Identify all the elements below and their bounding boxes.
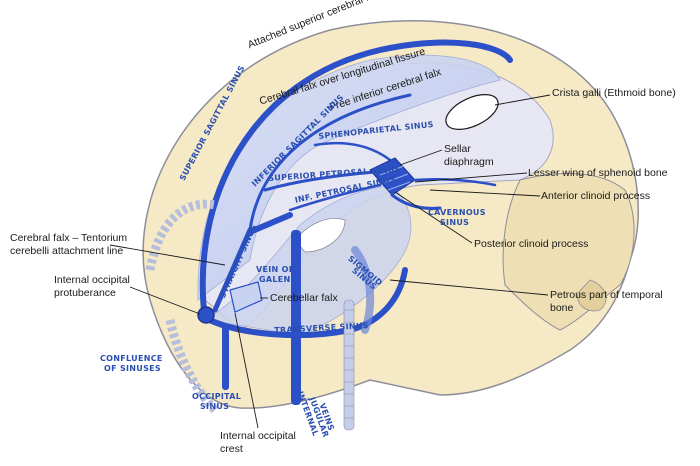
- label-internal-occipital-crest-2: crest: [220, 443, 243, 455]
- label-internal-occipital-crest-1: Internal occipital: [220, 430, 296, 442]
- superior-petrosal-sinus: [263, 170, 377, 192]
- inferior-petrosal-sinus: [288, 183, 382, 212]
- vein-of-galen: [247, 212, 293, 235]
- sinus-confluence-2: OF SINUSES: [104, 364, 161, 373]
- emissary-vessel: [145, 199, 216, 271]
- ijv-rings: [344, 309, 354, 419]
- label-internal-occipital-protuberance-1: Internal occipital: [54, 274, 130, 286]
- mastoid-region: [577, 279, 607, 312]
- label-crista-galli: Crista galli (Ethmoid bone): [552, 87, 676, 99]
- label-internal-occipital-protuberance-2: protuberance: [54, 287, 116, 299]
- internal-jugular-vein-left: [291, 230, 301, 405]
- crista-galli: [445, 94, 499, 130]
- label-falx-tentorium-1: Cerebral falx – Tentorium: [10, 232, 128, 244]
- label-petrous-2: bone: [550, 302, 574, 314]
- sinus-vein-of-galen-1: VEIN OF: [256, 265, 295, 274]
- cavernous-sinus: [390, 193, 442, 210]
- sinus-occipital-1: OCCIPITAL: [192, 392, 242, 401]
- sigmoid-sinus: [351, 246, 375, 334]
- posterior-vessel: [165, 319, 219, 414]
- inferior-sagittal-sinus: [248, 93, 412, 232]
- label-cerebellar-falx: Cerebellar falx: [270, 292, 338, 304]
- internal-jugular-vein-right: [343, 299, 355, 431]
- label-lesser-wing: Lesser wing of sphenoid bone: [528, 167, 668, 179]
- sellar-hatching: [379, 165, 411, 191]
- leader-lines: [109, 94, 551, 429]
- label-anterior-clinoid: Anterior clinoid process: [541, 190, 651, 202]
- label-posterior-clinoid: Posterior clinoid process: [474, 238, 589, 250]
- label-petrous-1: Petrous part of temporal: [550, 289, 663, 301]
- label-sellar-diaphragm-2: diaphragm: [444, 156, 494, 168]
- straight-sinus: [212, 227, 253, 313]
- label-falx-tentorium-2: cerebelli attachment line: [10, 245, 124, 257]
- sinus-cavernous-2: SINUS: [440, 218, 470, 227]
- confluence-of-sinuses: [197, 306, 215, 324]
- cerebellar-falx: [229, 281, 263, 313]
- sinus-occipital-2: SINUS: [200, 402, 230, 411]
- superior-sagittal-sinus: [199, 39, 513, 323]
- sinus-vein-of-galen-2: GALEN: [259, 275, 291, 284]
- label-sellar-diaphragm-1: Sellar: [444, 143, 471, 155]
- sphenoparietal-sinus: [313, 141, 392, 162]
- occipital-sinus-vessel: [222, 325, 229, 390]
- lesser-wing-sphenoid: [413, 177, 497, 187]
- sinus-confluence-1: CONFLUENCE: [100, 354, 163, 363]
- tentorial-notch: [294, 218, 346, 253]
- sinus-cavernous-1: CAVERNOUS: [428, 208, 486, 217]
